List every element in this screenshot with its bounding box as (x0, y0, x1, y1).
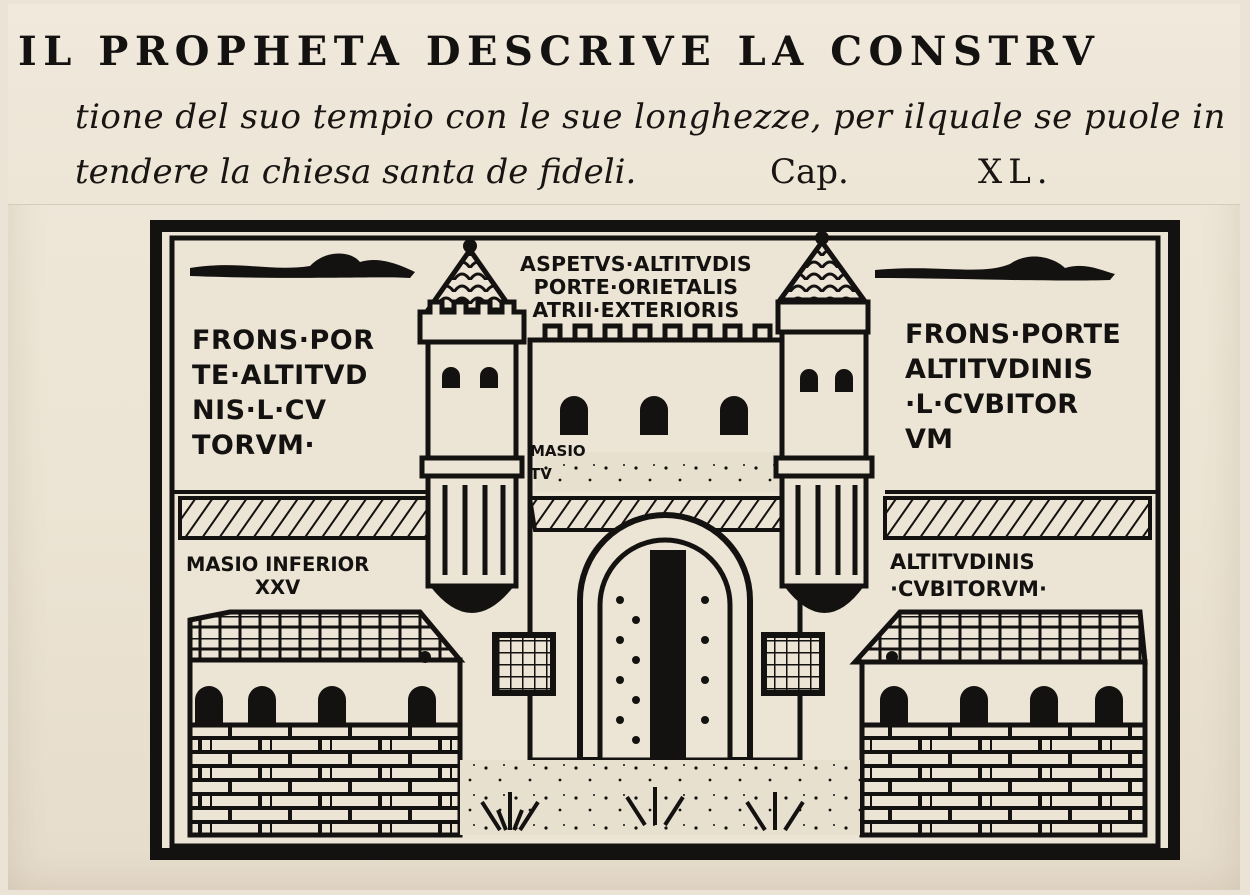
right-building (849, 609, 1148, 838)
right-tower (773, 231, 875, 613)
right-walkway-roof (883, 496, 1152, 540)
left-walkway-roof (178, 496, 443, 540)
center-woodcut-label: ASPETVS·ALTITVDIS PORTE·ORIETALIS ATRII·… (520, 252, 752, 322)
header-strip (8, 4, 1240, 205)
arched-gate (577, 512, 753, 763)
inner-frame (169, 235, 1161, 849)
left-woodcut-label: FRONS·POR TE·ALTITVD NIS·L·CV TORVM· (192, 325, 375, 462)
upper-windows (560, 396, 748, 435)
right-cloud (875, 256, 1115, 281)
left-grille-window (492, 632, 556, 696)
chapter-label: Cap. (770, 152, 849, 192)
ground (460, 760, 860, 835)
left-building (187, 609, 466, 838)
woodcut-illustration (150, 220, 1180, 860)
left-tower (417, 239, 527, 613)
left-cloud (190, 253, 415, 278)
chapter-subtitle-line-1: tione del suo tempio con le sue longhezz… (75, 97, 1226, 137)
gatehouse-battlements (530, 323, 815, 343)
chapter-subtitle-line-2: tendere la chiesa santa de fideli. (75, 152, 637, 192)
lower-right-woodcut-label: ALTITVDINIS ·CVBITORVM· (890, 550, 1047, 602)
right-grille-window (761, 632, 825, 696)
chapter-number: XL. (978, 152, 1054, 192)
lower-left-woodcut-label: MASIO INFERIOR XXV (186, 553, 370, 600)
plants (480, 787, 805, 832)
masio-woodcut-label: MASIO TV (530, 442, 586, 484)
right-woodcut-label: FRONS·PORTE ALTITVDINIS ·L·CVBITOR VM (905, 319, 1121, 456)
chapter-heading: IL PROPHETA DESCRIVE LA CONSTRV (18, 28, 1101, 75)
